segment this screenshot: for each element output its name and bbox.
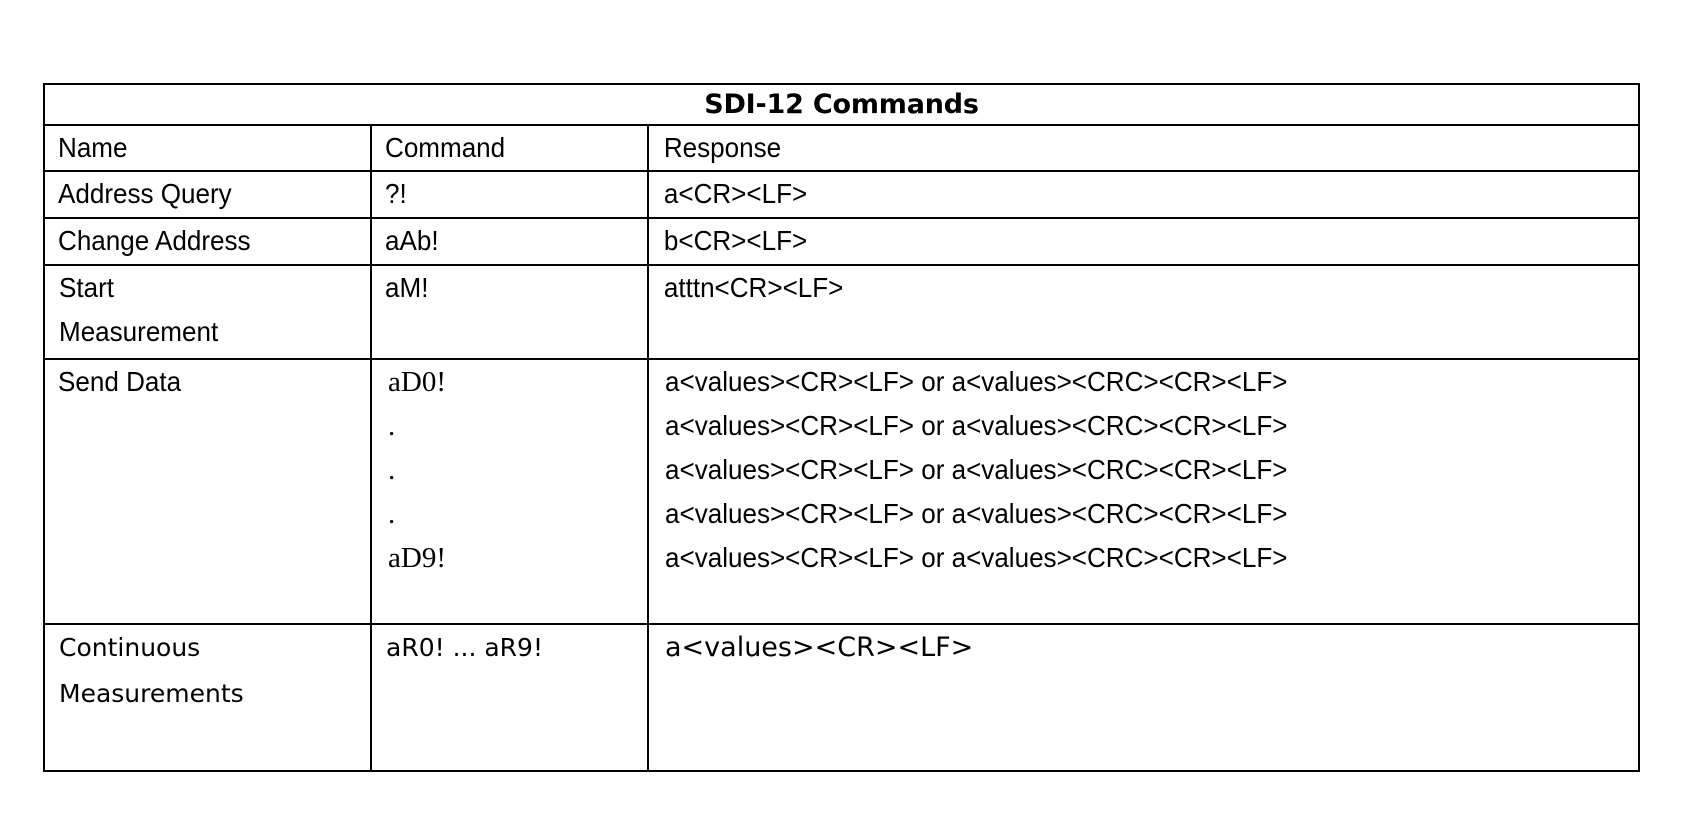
- command-string: aR0! ... aR9!: [386, 633, 543, 662]
- cell-name: Change Address: [43, 217, 372, 266]
- command-string-line: aD9!: [388, 542, 446, 574]
- response-string: b<CR><LF>: [663, 225, 808, 256]
- response-string-line: a<values><CR><LF> or a<values><CRC><CR><…: [665, 366, 1288, 397]
- cell-response: atttn<CR><LF>: [647, 264, 1640, 360]
- command-name-line: Measurement: [59, 316, 219, 347]
- table-title: SDI-12 Commands: [704, 89, 979, 120]
- table-row: Continuous Measurements aR0! ... aR9! a<…: [43, 623, 1640, 772]
- command-name: Send Data: [58, 366, 182, 397]
- cell-name: Continuous Measurements: [43, 623, 372, 772]
- command-ellipsis-dot: .: [388, 454, 396, 486]
- response-string-line: a<values><CR><LF> or a<values><CRC><CR><…: [665, 454, 1288, 485]
- table-header-row: Name Command Response: [43, 124, 1640, 172]
- response-string-line: a<values><CR><LF> or a<values><CRC><CR><…: [665, 498, 1288, 529]
- response-string: a<CR><LF>: [663, 178, 808, 209]
- command-ellipsis-dot: .: [388, 410, 396, 442]
- command-name: Address Query: [58, 178, 232, 209]
- command-name-line: Measurements: [59, 679, 244, 708]
- response-string: atttn<CR><LF>: [663, 272, 844, 303]
- table-row: Start Measurement aM! atttn<CR><LF>: [43, 264, 1640, 360]
- response-string-list: a<values><CR><LF> or a<values><CRC><CR><…: [649, 360, 1638, 580]
- column-header-name: Name: [58, 132, 128, 163]
- cell-response: a<values><CR><LF> or a<values><CRC><CR><…: [647, 358, 1640, 625]
- sdi12-commands-table: SDI-12 Commands Name Command Response Ad…: [43, 83, 1640, 772]
- cell-response: a<values><CR><LF>: [647, 623, 1640, 772]
- header-cell-response: Response: [647, 124, 1640, 172]
- command-name: Continuous Measurements: [45, 625, 370, 717]
- command-string-line: aD0!: [388, 366, 446, 398]
- cell-response: b<CR><LF>: [647, 217, 1640, 266]
- cell-command: aR0! ... aR9!: [370, 623, 649, 772]
- command-ellipsis-dot: .: [388, 498, 396, 530]
- header-cell-command: Command: [370, 124, 649, 172]
- command-name-line: Continuous: [59, 633, 201, 662]
- command-string-list: aD0! . . . aD9!: [372, 360, 647, 580]
- response-string-line: a<values><CR><LF> or a<values><CRC><CR><…: [665, 410, 1288, 441]
- response-string: a<values><CR><LF>: [665, 632, 974, 663]
- table-title-cell: SDI-12 Commands: [43, 83, 1640, 126]
- command-name-line: Start: [59, 272, 115, 303]
- command-string: aAb!: [385, 225, 439, 256]
- response-string-wrap: a<values><CR><LF>: [649, 625, 1638, 671]
- cell-command: aD0! . . . aD9!: [370, 358, 649, 625]
- cell-command: aAb!: [370, 217, 649, 266]
- table-row: Send Data aD0! . . . aD9! a<values><CR><…: [43, 358, 1640, 625]
- command-string: ?!: [385, 178, 407, 209]
- table-row: Address Query ?! a<CR><LF>: [43, 170, 1640, 219]
- cell-name: Start Measurement: [43, 264, 372, 360]
- command-name: Start Measurement: [45, 266, 370, 354]
- column-header-response: Response: [663, 132, 782, 163]
- column-header-command: Command: [385, 132, 506, 163]
- cell-command: aM!: [370, 264, 649, 360]
- header-cell-name: Name: [43, 124, 372, 172]
- cell-name: Send Data: [43, 358, 372, 625]
- cell-name: Address Query: [43, 170, 372, 219]
- cell-command: ?!: [370, 170, 649, 219]
- command-string: aM!: [385, 272, 429, 303]
- table-title-row: SDI-12 Commands: [43, 83, 1640, 126]
- command-name: Change Address: [58, 225, 251, 256]
- cell-response: a<CR><LF>: [647, 170, 1640, 219]
- table-row: Change Address aAb! b<CR><LF>: [43, 217, 1640, 266]
- response-string-line: a<values><CR><LF> or a<values><CRC><CR><…: [665, 542, 1288, 573]
- command-string-wrap: aR0! ... aR9!: [372, 625, 647, 671]
